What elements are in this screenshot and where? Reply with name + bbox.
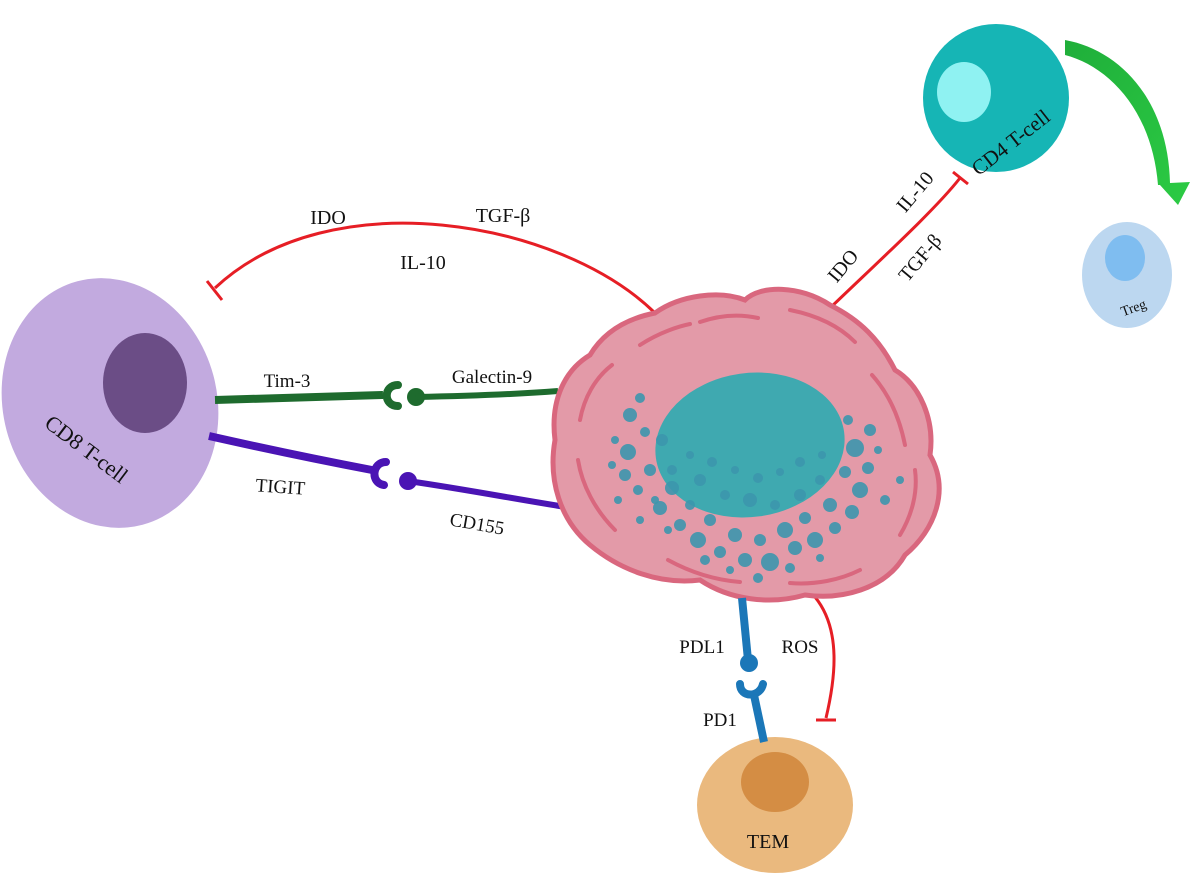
granule xyxy=(754,534,766,546)
granule xyxy=(707,457,717,467)
granule xyxy=(636,516,644,524)
granule xyxy=(823,498,837,512)
granule xyxy=(664,526,672,534)
label-tim3: Tim-3 xyxy=(264,371,311,392)
granule xyxy=(686,451,694,459)
granule xyxy=(874,446,882,454)
granule xyxy=(788,541,802,555)
granule xyxy=(852,482,868,498)
cd4-t-cell: CD4 T-cell xyxy=(923,24,1069,180)
granule xyxy=(623,408,637,422)
pd1-pdl1-pathway xyxy=(736,597,768,743)
granule xyxy=(839,466,851,478)
granule xyxy=(761,553,779,571)
granule xyxy=(743,493,757,507)
granule xyxy=(807,532,823,548)
granule xyxy=(728,528,742,542)
granule xyxy=(665,481,679,495)
granule xyxy=(816,554,824,562)
tim3-galectin9-pathway xyxy=(214,381,559,410)
granule xyxy=(795,457,805,467)
granule xyxy=(864,424,876,436)
granule xyxy=(674,519,686,531)
granule xyxy=(753,473,763,483)
granule xyxy=(714,546,726,558)
granule xyxy=(726,566,734,574)
granule xyxy=(685,500,695,510)
granule xyxy=(880,495,890,505)
granule xyxy=(656,434,668,446)
tumor-cell xyxy=(550,286,942,603)
granule xyxy=(651,496,659,504)
granule xyxy=(770,500,780,510)
granule xyxy=(653,501,667,515)
granule xyxy=(644,464,656,476)
label-pdl1: PDL1 xyxy=(679,637,724,658)
granule xyxy=(633,485,643,495)
granule xyxy=(620,444,636,460)
granule xyxy=(896,476,904,484)
label-tigit: TIGIT xyxy=(255,475,306,499)
granule xyxy=(845,505,859,519)
granule xyxy=(829,522,841,534)
granule xyxy=(799,512,811,524)
tem-cell: TEM xyxy=(697,737,853,873)
cd8-t-cell: CD8 T-cell xyxy=(1,278,219,528)
granule xyxy=(694,474,706,486)
tigit-cd155-pathway xyxy=(208,432,573,511)
granule xyxy=(720,490,730,500)
differentiation-arrow xyxy=(1065,40,1190,205)
granule xyxy=(614,496,622,504)
granule xyxy=(846,439,864,457)
granule xyxy=(777,522,793,538)
label-ros: ROS xyxy=(782,637,819,658)
label-cd155: CD155 xyxy=(448,509,506,539)
granule xyxy=(753,573,763,583)
inhibition-line-tem xyxy=(813,596,836,722)
inhibition-line-cd8 xyxy=(205,221,657,315)
inhibition-line-cd4 xyxy=(826,170,969,312)
label-pd1: PD1 xyxy=(703,710,737,731)
granule xyxy=(611,436,619,444)
granule xyxy=(667,465,677,475)
granule xyxy=(619,469,631,481)
granule xyxy=(862,462,874,474)
treg-cell: Treg xyxy=(1082,222,1172,328)
granule xyxy=(640,427,650,437)
granule xyxy=(700,555,710,565)
granule xyxy=(776,468,784,476)
granule xyxy=(818,451,826,459)
granule xyxy=(608,461,616,469)
granule xyxy=(785,563,795,573)
label-ido-cd8: IDO xyxy=(310,207,346,229)
granule xyxy=(635,393,645,403)
tumor-granules xyxy=(608,393,904,583)
granule xyxy=(690,532,706,548)
label-tgfb-cd8: TGF-β xyxy=(476,205,531,227)
granule xyxy=(843,415,853,425)
tem-label: TEM xyxy=(747,831,789,853)
granule xyxy=(738,553,752,567)
granule xyxy=(731,466,739,474)
label-galectin9: Galectin-9 xyxy=(452,367,532,388)
granule xyxy=(794,489,806,501)
granule xyxy=(815,475,825,485)
label-il10-cd8: IL-10 xyxy=(400,252,446,274)
granule xyxy=(704,514,716,526)
